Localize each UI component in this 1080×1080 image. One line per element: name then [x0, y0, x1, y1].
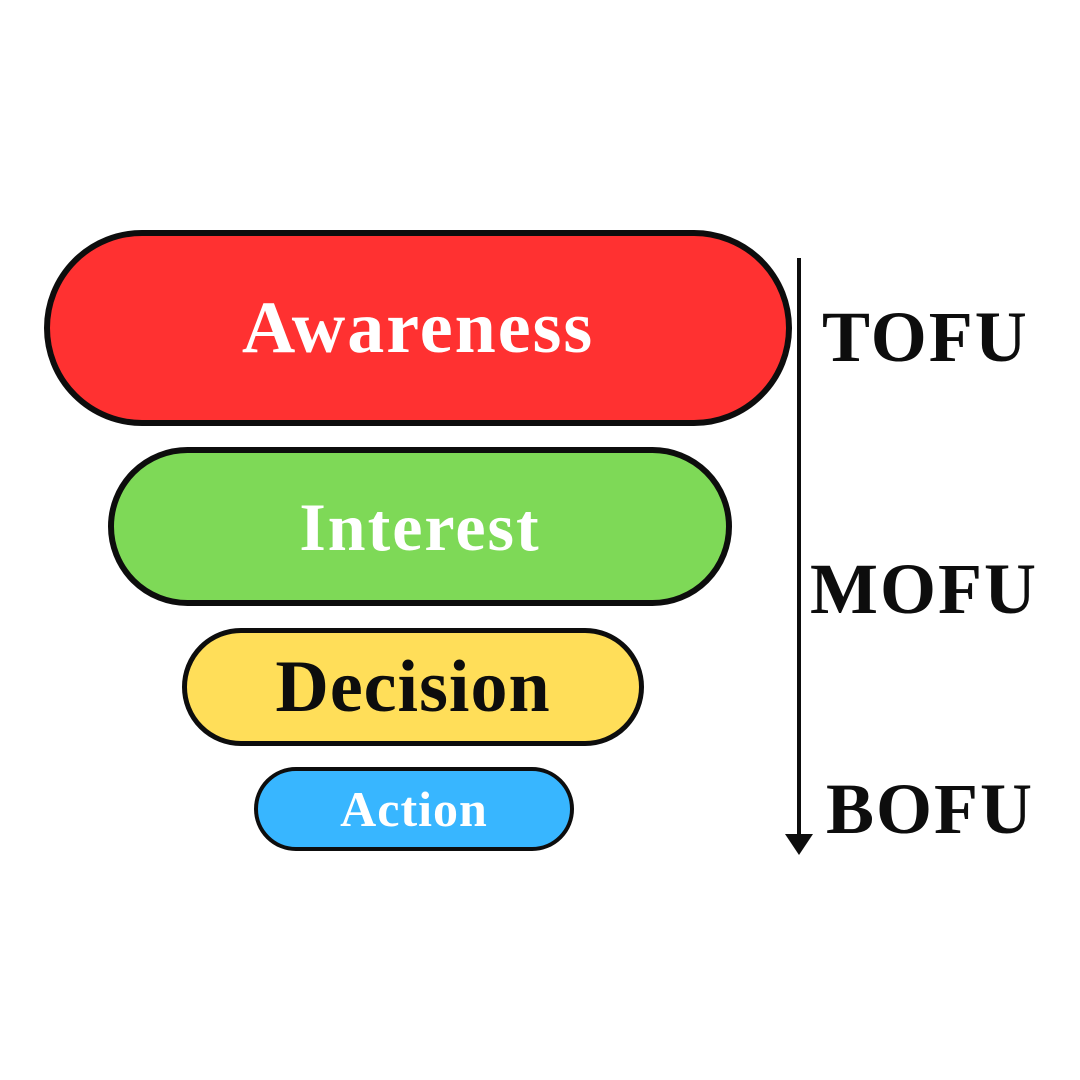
funnel-stage-interest-label: Interest	[299, 488, 541, 565]
funnel-stage-decision: Decision	[182, 628, 644, 746]
funnel-stage-action-label: Action	[340, 781, 488, 837]
funnel-stage-awareness: Awareness	[44, 230, 792, 426]
funnel-stage-decision-label: Decision	[275, 646, 551, 728]
side-label-bofu: BOFU	[826, 769, 1035, 849]
side-label-tofu: TOFU	[822, 297, 1029, 377]
funnel-stage-action: Action	[254, 767, 574, 851]
funnel-stage-interest: Interest	[108, 447, 732, 606]
arrow-down-icon	[785, 834, 813, 855]
funnel-depth-arrow-line	[797, 258, 801, 836]
side-label-mofu: MOFU	[810, 549, 1038, 629]
funnel-stage-awareness-label: Awareness	[241, 287, 595, 369]
